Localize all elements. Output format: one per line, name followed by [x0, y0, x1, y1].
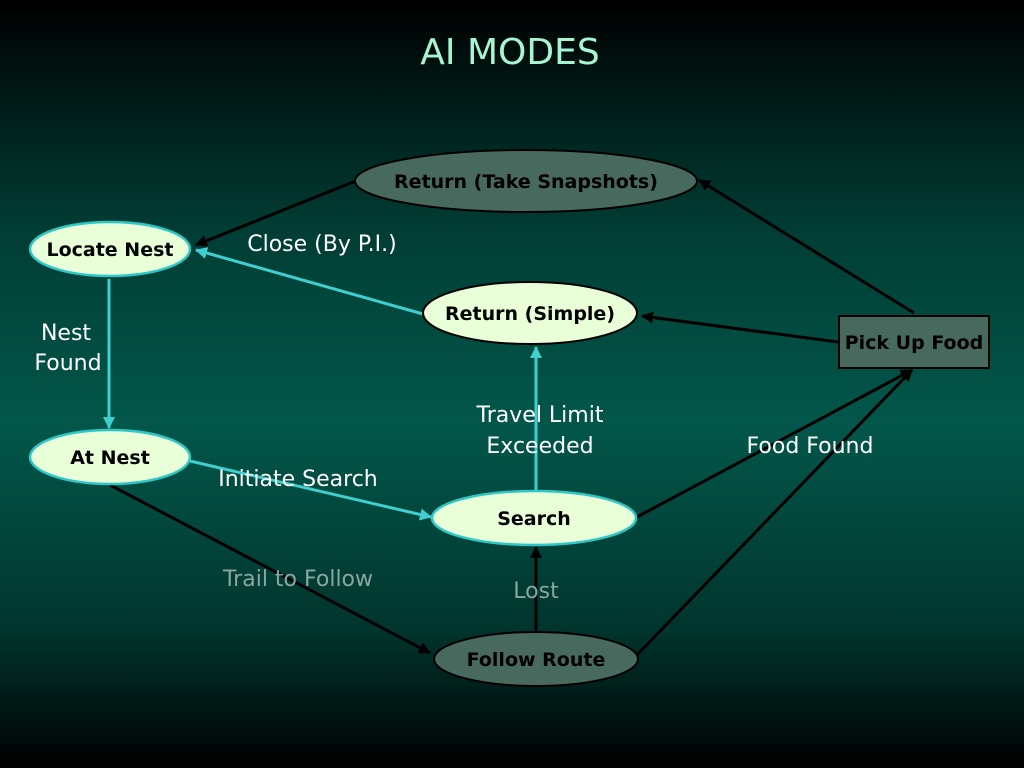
node-locate-nest: Locate Nest: [28, 220, 192, 278]
edge-label-travel-limit-line1: Travel Limit: [476, 403, 604, 428]
node-at-nest-label: At Nest: [70, 447, 150, 469]
edge-label-food-found: Food Found: [747, 434, 874, 459]
node-return-simple-label: Return (Simple): [445, 303, 615, 325]
edge-label-travel-limit-line2: Exceeded: [486, 434, 593, 459]
edge-follow-route-to-pick-up-food: [635, 368, 914, 657]
node-search: Search: [430, 489, 638, 547]
slide-title: AI MODES: [420, 32, 599, 73]
node-return-simple-shape: [422, 281, 638, 345]
node-locate-nest-label: Locate Nest: [46, 239, 173, 261]
edge-pick-up-food-to-return-snapshots: [698, 178, 915, 315]
node-follow-route-shape: [433, 631, 639, 687]
node-locate-nest-shape: [28, 220, 192, 278]
node-pick-up-food: Pick Up Food: [838, 315, 990, 369]
edge-label-nest-found-line1: Nest: [41, 321, 91, 346]
node-return-simple: Return (Simple): [422, 281, 638, 345]
node-at-nest-shape: [28, 428, 192, 486]
edge-return-simple-to-locate-nest: [195, 247, 424, 316]
edges: [103, 178, 915, 657]
node-pick-up-food-label: Pick Up Food: [845, 332, 984, 354]
edge-label-close-by-pi: Close (By P.I.): [247, 232, 397, 257]
node-follow-route: Follow Route: [433, 631, 639, 687]
node-return-take-snapshots: Return (Take Snapshots): [354, 149, 698, 213]
edge-label-trail-to-follow: Trail to Follow: [222, 567, 373, 592]
edge-label-lost: Lost: [513, 579, 559, 604]
node-at-nest: At Nest: [28, 428, 192, 486]
edge-label-nest-found-line2: Found: [34, 351, 101, 376]
node-pick-up-food-shape: [838, 315, 990, 369]
node-search-label: Search: [497, 508, 571, 530]
edge-at-nest-to-follow-route: [109, 483, 431, 655]
node-return-take-snapshots-label: Return (Take Snapshots): [394, 171, 658, 193]
node-follow-route-label: Follow Route: [467, 649, 606, 671]
edge-return-snapshots-to-locate-nest: [195, 178, 359, 247]
edge-label-initiate-search: Initiate Search: [218, 467, 378, 492]
node-search-shape: [430, 489, 638, 547]
edge-pick-up-food-to-return-simple: [641, 311, 839, 344]
edge-at-nest-to-search: [189, 459, 432, 521]
edge-labels: Close (By P.I.) Nest Found Travel Limit …: [34, 232, 873, 604]
node-return-take-snapshots-shape: [354, 149, 698, 213]
edge-search-to-pick-up-food: [636, 368, 913, 519]
